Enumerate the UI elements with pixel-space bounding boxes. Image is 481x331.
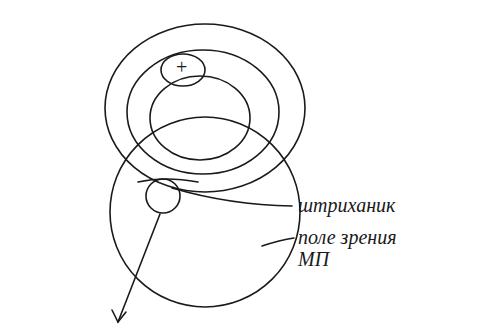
inner-contour xyxy=(150,76,250,160)
stroke-mark xyxy=(138,179,198,182)
field-of-view-circle xyxy=(110,117,300,307)
small-contour xyxy=(161,54,205,86)
plus-sign: + xyxy=(176,56,187,78)
leader-line xyxy=(262,238,294,246)
outer-contour xyxy=(105,24,305,192)
middle-contour xyxy=(127,50,279,174)
arrow-head xyxy=(112,310,126,322)
small-circle xyxy=(146,179,180,213)
callout-label: поле зрения МП xyxy=(298,226,426,270)
callout-label: штриханик xyxy=(298,194,395,216)
leader-line xyxy=(172,188,292,206)
arrow-shaft xyxy=(118,214,160,322)
